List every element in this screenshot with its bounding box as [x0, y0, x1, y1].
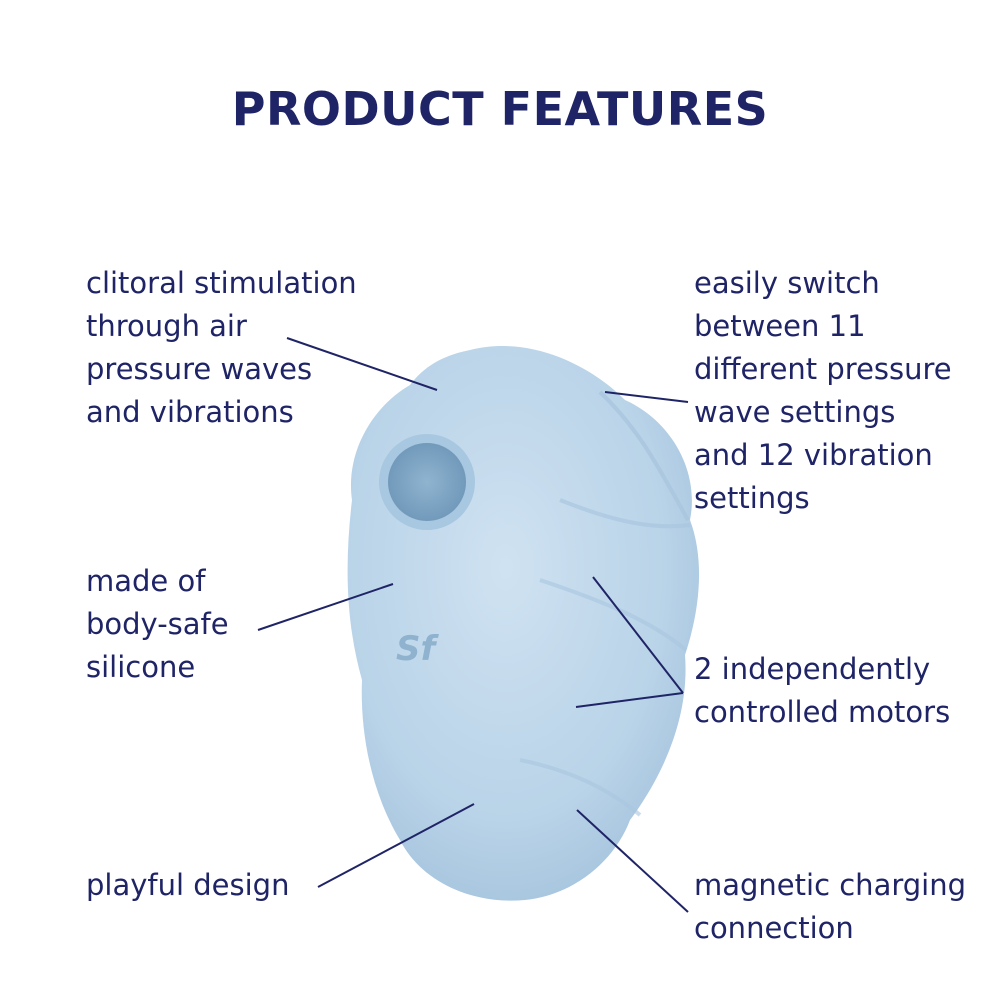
feature-design: playful design: [86, 868, 290, 902]
leader-line-switch: [604, 391, 689, 403]
feature-charging: magnetic charging connection: [694, 868, 967, 945]
leader-line-charging: [576, 809, 689, 913]
device-opening: [388, 443, 466, 521]
leader-line-design: [317, 803, 475, 888]
surface-contour: [519, 758, 642, 817]
leader-line-motors-b: [575, 692, 684, 708]
brand-logo: Sf: [396, 629, 439, 669]
leader-line-air: [286, 337, 438, 391]
surface-contour: [539, 578, 688, 652]
feature-switch-settings: easily switch between 11 different press…: [694, 266, 952, 515]
leader-line-motors-a: [592, 576, 684, 694]
feature-air-pressure: clitoral stimulation through air pressur…: [86, 266, 357, 429]
surface-contour: [598, 390, 690, 521]
page-title: PRODUCT FEATURES: [231, 82, 769, 136]
feature-silicone: made of body-safe silicone: [86, 564, 229, 684]
leader-lines: [257, 337, 689, 913]
surface-contour: [559, 498, 691, 529]
leader-line-silicone: [257, 583, 394, 631]
feature-motors: 2 independently controlled motors: [694, 652, 951, 729]
